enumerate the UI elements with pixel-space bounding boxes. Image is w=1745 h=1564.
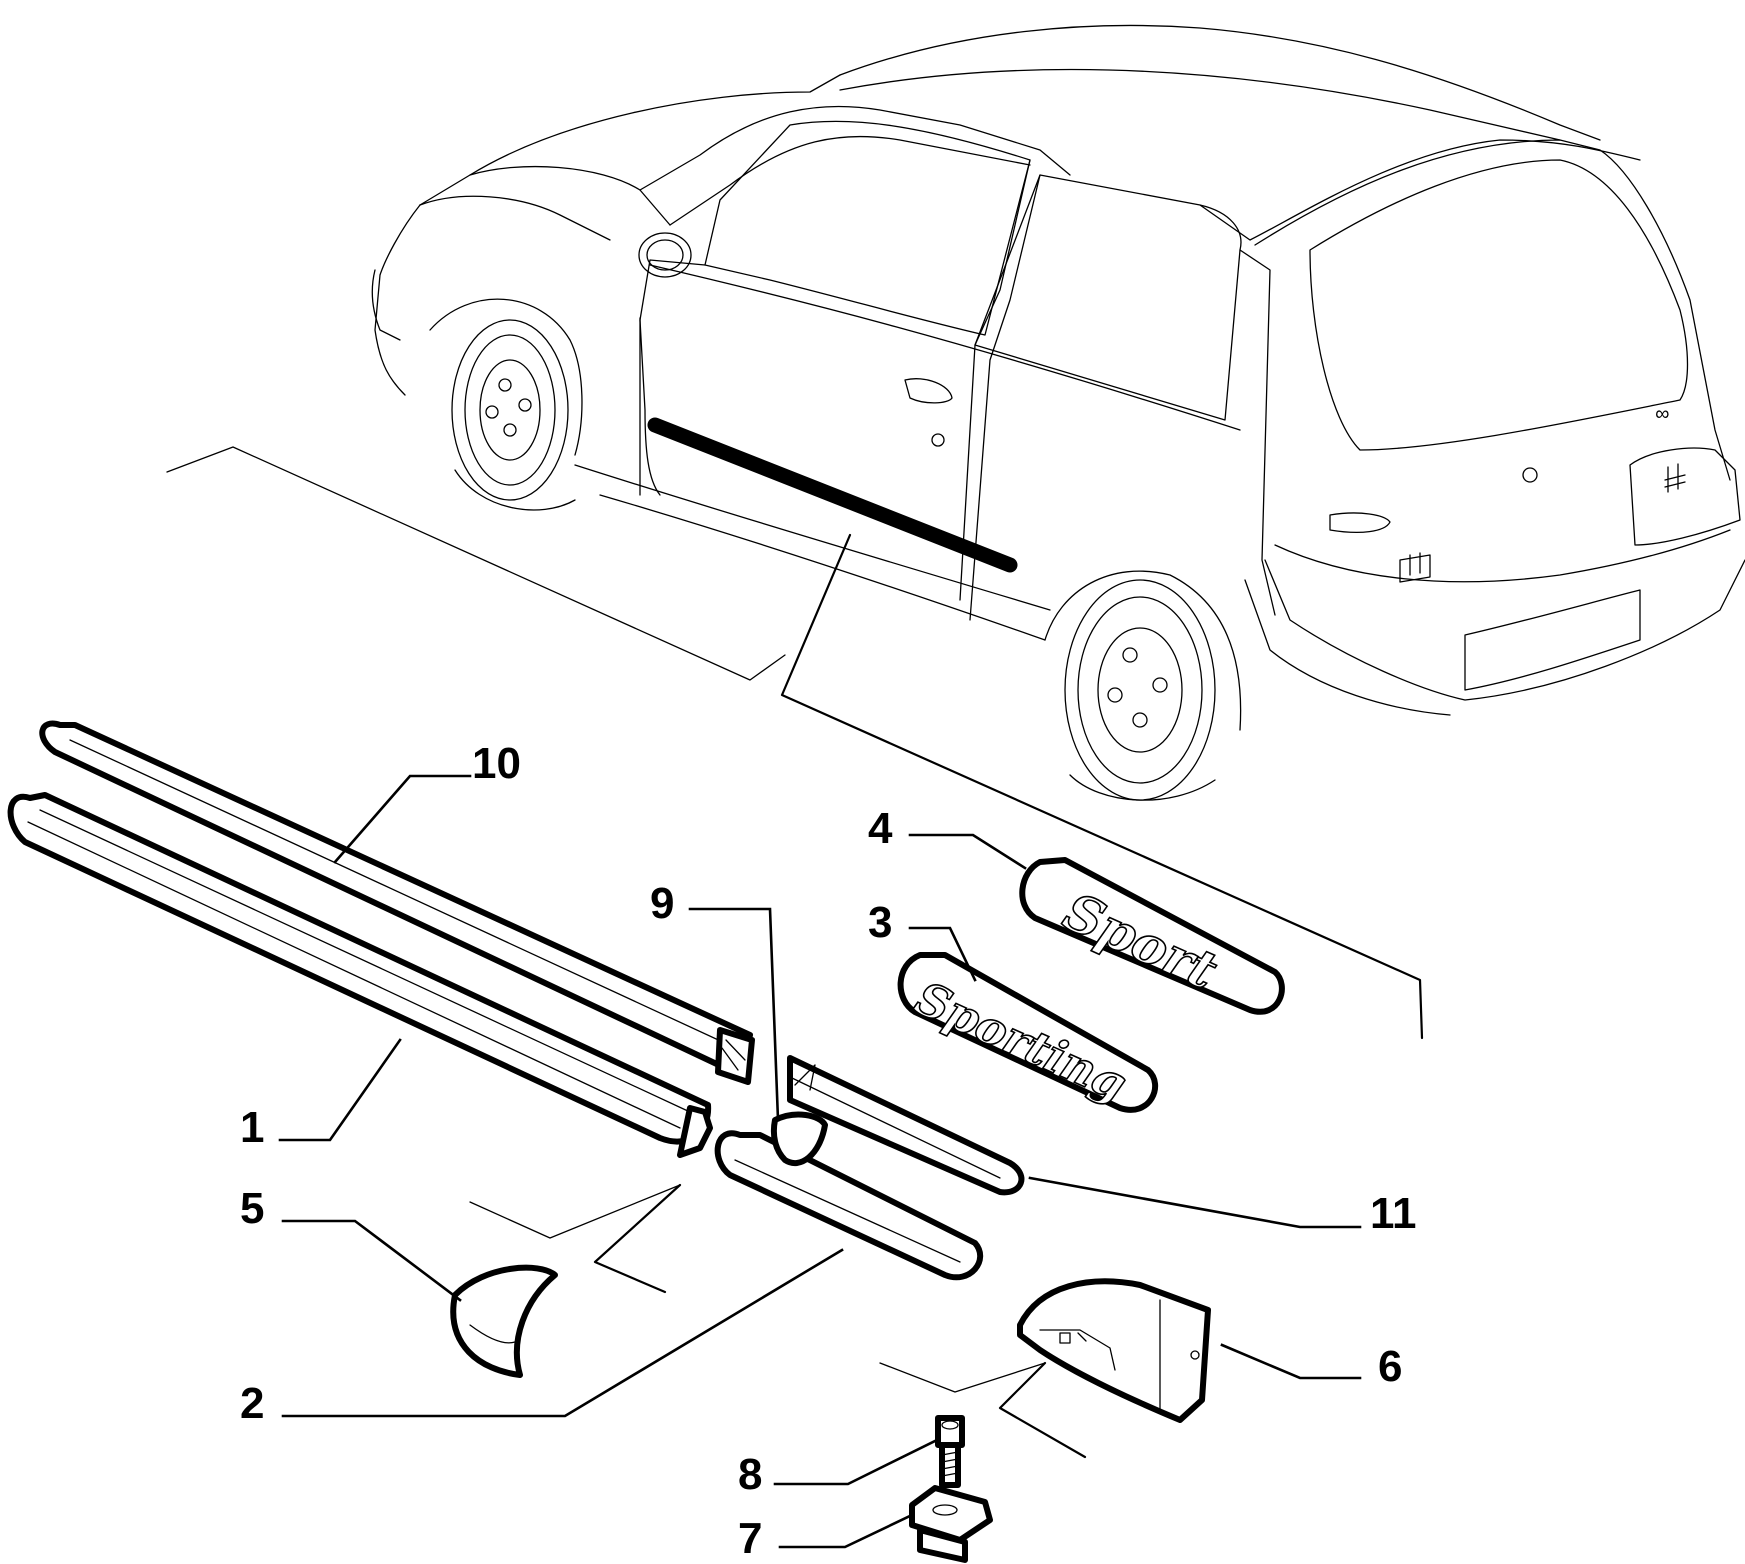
leader-lines: [278, 774, 1362, 1549]
callout-1: 1: [240, 1103, 264, 1152]
svg-text:∞: ∞: [1655, 403, 1669, 425]
part-1-strip: [7, 792, 713, 1158]
part-10-strip: [39, 720, 755, 1085]
part-3-sporting-badge: Sporting: [897, 952, 1159, 1113]
callout-3: 3: [868, 898, 892, 947]
part-2-strip: [714, 1130, 984, 1281]
part-6-endcap: [1017, 1278, 1211, 1423]
callout-4: 4: [868, 804, 893, 853]
part-8-bolt: [935, 1415, 965, 1488]
callout-8: 8: [738, 1450, 762, 1499]
callout-labels: 10 1 5 2 9 4 3 11 6 8 7: [240, 739, 1417, 1563]
part-9-cap: [770, 1111, 828, 1167]
part-7-clip: [909, 1485, 993, 1563]
callout-5: 5: [240, 1184, 264, 1233]
callout-11: 11: [1370, 1189, 1417, 1238]
projection-lines: [166, 446, 1424, 1459]
part-4-sport-badge: Sport: [1019, 857, 1285, 1015]
callout-7: 7: [738, 1514, 762, 1563]
car-illustration: ∞: [371, 24, 1745, 801]
part-11-strip: [787, 1055, 1025, 1196]
callout-6: 6: [1378, 1342, 1402, 1391]
callout-2: 2: [240, 1379, 264, 1428]
callout-10: 10: [472, 739, 521, 788]
part-5-endcap: [450, 1264, 558, 1378]
callout-9: 9: [650, 879, 674, 928]
